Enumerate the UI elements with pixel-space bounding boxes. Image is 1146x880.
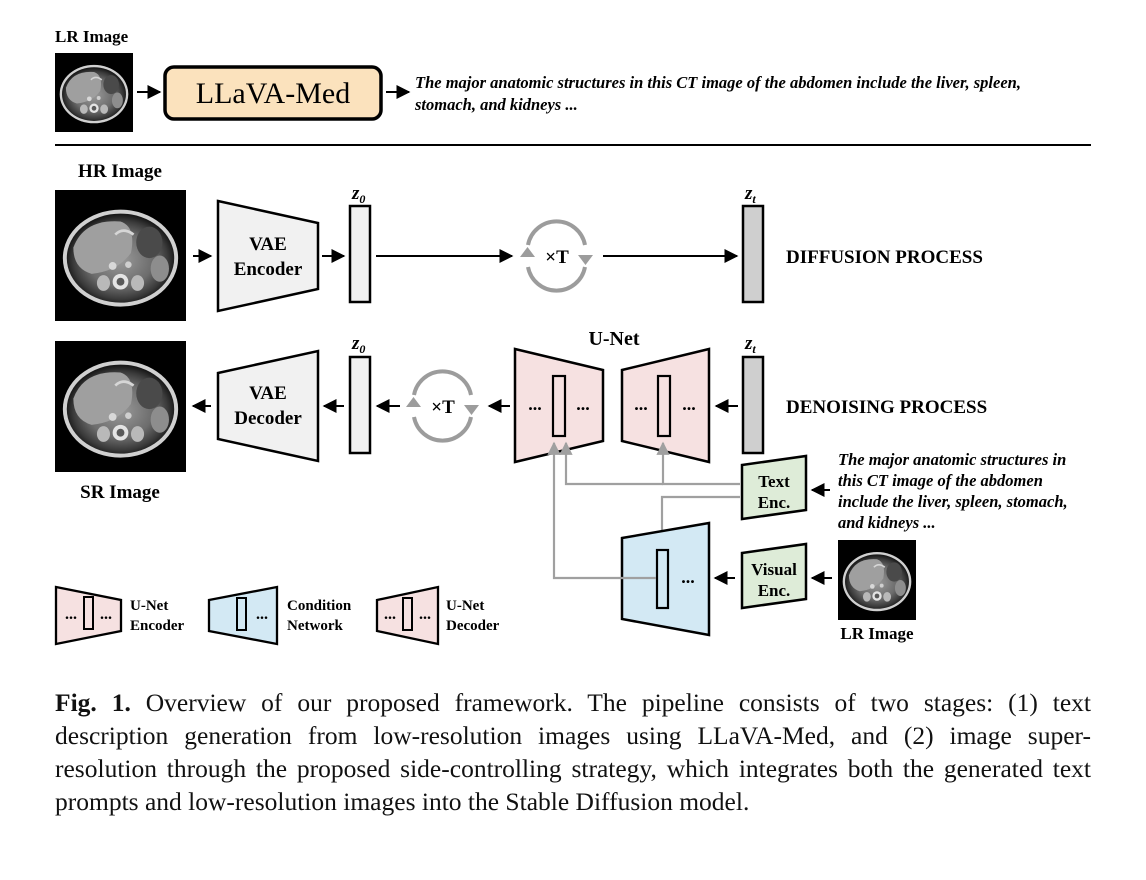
lr-image-label-top: LR Image [55,27,129,46]
unet-encoder-dots-right: ... [682,394,696,414]
sr-ct-image [53,339,188,474]
unet-decoder-dots-right: ... [576,394,590,414]
text-encoder-shape [740,454,808,521]
vae-encoder-line2: Encoder [234,259,303,280]
vae-encoder-line1: VAE [249,234,287,255]
zt-latent-diffusion [741,204,765,304]
unet-label: U-Net [588,328,639,350]
legend-condition-network: ... Condition Network [207,585,352,646]
legend-condition-network-line2: Network [287,618,343,634]
llava-med-box [163,65,383,121]
lr-ct-image-bottom [837,539,917,621]
prompt-line1: The major anatomic structures in [838,450,1066,469]
sr-image-label: SR Image [80,482,160,503]
caption-label: Fig. 1. [55,688,131,717]
legend-unet-decoder-line2: Decoder [446,618,500,634]
condition-to-decoder-line [547,441,656,580]
z0-label-diffusion: z0 [351,183,365,206]
vae-decoder-shape [216,349,320,463]
unet-encoder-latent [656,374,672,438]
loop-label-diffusion: ×T [545,247,569,268]
z0-latent-denoising [348,355,372,455]
visual-encoder-line1: Visual [751,560,797,579]
denoising-process-label: DENOISING PROCESS [786,397,987,418]
stage-one: LR Image LLaVA-Med The major anatomic st… [54,27,1021,133]
zt-latent-denoising [741,355,765,455]
legend: ... ... U-Net Encoder ... Condition Netw… [54,585,500,646]
condition-network-latent [655,548,670,610]
z0-latent-diffusion [348,204,372,304]
diffusion-process-label: DIFFUSION PROCESS [786,247,983,268]
legend-unet-decoder: ... ... U-Net Decoder [375,585,500,646]
legend-unet-encoder-line1: U-Net [130,598,168,614]
legend-unet-decoder-line1: U-Net [446,598,484,614]
repeat-loop-icon-diffusion [520,219,593,293]
vae-encoder-shape [216,199,320,313]
legend-unet-encoder: ... ... U-Net Encoder [54,585,185,646]
lr-ct-image-top [54,52,134,133]
repeat-loop-icon-denoising [406,369,479,443]
legend-condition-network-dots: ... [256,606,268,623]
unet-decoder-dots-left: ... [528,394,542,414]
unet-encoder-dots-left: ... [634,394,648,414]
text-cond-to-decoder-line [559,441,663,486]
unet-decoder-latent [551,374,567,438]
visual-encoder-shape [740,542,808,610]
legend-unet-decoder-dots-right: ... [419,606,431,623]
prompt-line4: and kidneys ... [838,513,936,532]
text-encoder-line1: Text [758,472,790,491]
hr-image-label: HR Image [78,161,162,182]
figure-caption: Fig. 1. Overview of our proposed framewo… [55,686,1091,818]
text-cond-to-condition-net-line [655,495,740,548]
vae-decoder-line1: VAE [249,383,287,404]
diffusion-row: HR Image VAE Encoder z0 ×T zt DIFFUSION … [53,161,983,323]
zt-label-diffusion: zt [744,183,756,206]
z0-label-denoising: z0 [351,333,365,356]
prompt-line3: include the liver, spleen, stomach, [838,492,1068,511]
legend-unet-encoder-dots-left: ... [65,606,77,623]
denoising-row: SR Image VAE Decoder z0 ×T U-Net ... ...… [53,328,1068,643]
zt-label-denoising: zt [744,333,756,356]
legend-unet-encoder-line2: Encoder [130,618,185,634]
loop-label-denoising: ×T [431,397,455,418]
llava-med-label: LLaVA-Med [196,77,350,110]
llava-output-line2: stomach, and kidneys ... [414,95,578,114]
caption-text: Overview of our proposed framework. The … [55,688,1092,816]
llava-output-line1: The major anatomic structures in this CT… [415,73,1021,92]
legend-unet-decoder-dots-left: ... [384,606,396,623]
lr-image-label-bottom: LR Image [840,624,914,643]
text-encoder-line2: Enc. [758,493,791,512]
prompt-line2: this CT image of the abdomen [838,471,1043,490]
vae-decoder-line2: Decoder [234,408,302,429]
legend-unet-encoder-dots-right: ... [100,606,112,623]
condition-network-dots: ... [681,567,695,587]
legend-condition-network-line1: Condition [287,598,352,614]
hr-ct-image [53,188,188,323]
visual-encoder-line2: Enc. [758,581,791,600]
